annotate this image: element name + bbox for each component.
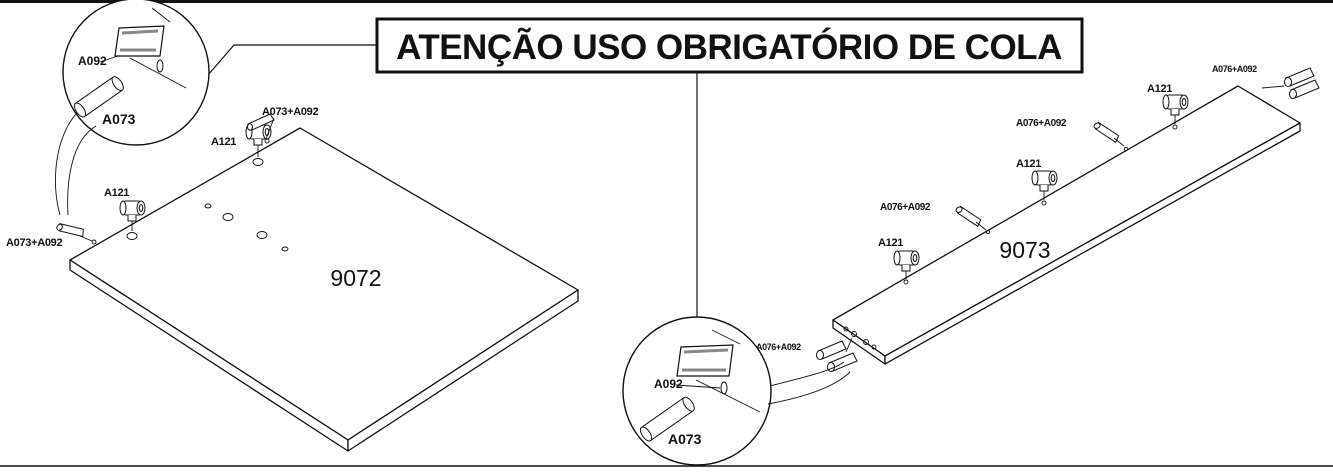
panel-9073-front-edge (884, 122, 1301, 365)
label-dowel-end: A076+A092 (1212, 64, 1257, 74)
glue-warning-banner: ATENÇÃO USO OBRIGATÓRIO DE COLA (207, 17, 1084, 320)
hole (985, 229, 991, 235)
magnifier-leader (769, 361, 845, 387)
cam-lock-hardware (119, 200, 146, 222)
label-dowel-1: A076+A092 (880, 202, 931, 213)
dowel-hardware (1092, 116, 1122, 149)
label-cam-3: A121 (1147, 83, 1172, 95)
label-leader (99, 55, 119, 63)
insertion-line (845, 337, 853, 353)
magnifier-leader (55, 107, 83, 216)
insertion-line (975, 221, 987, 231)
label-dowel-3: A076+A092 (756, 342, 801, 352)
hole (851, 331, 857, 337)
edge-line (695, 379, 761, 413)
hole (252, 158, 264, 166)
label-cam-2: A121 (1016, 158, 1041, 170)
dowel-detail-icon (639, 396, 695, 442)
glue-shading (682, 348, 729, 372)
dowel-hole (720, 381, 728, 395)
insertion-line (1261, 85, 1285, 89)
hole (256, 231, 268, 239)
dowel-detail-icon (73, 76, 124, 118)
hole (903, 279, 909, 285)
warning-text: ATENÇÃO USO OBRIGATÓRIO DE COLA (396, 27, 1062, 67)
warning-box (375, 17, 1084, 74)
dowel-hardware (954, 200, 984, 233)
hole (1041, 200, 1047, 206)
label-dowel-2: A076+A092 (1016, 118, 1067, 129)
cam-lock-hardware (1162, 94, 1189, 116)
dowel-hardware (816, 340, 847, 360)
detail-label-glue: A092 (78, 54, 107, 68)
hole (871, 344, 877, 350)
edge-line (711, 329, 741, 345)
hole (1172, 124, 1178, 130)
panel-9072-side-edge (347, 289, 579, 452)
insertion-line (1113, 137, 1125, 147)
detail-callout-right: A092 A073 (622, 316, 851, 466)
panel-9072-top-face (69, 127, 579, 441)
hole (91, 239, 97, 245)
detail-callout-left: A092 A073 (55, 0, 210, 216)
hole (281, 246, 289, 252)
hole (863, 339, 869, 345)
hole (222, 213, 234, 221)
label-leader (675, 384, 721, 389)
warning-leader-left (207, 44, 377, 76)
panel-9073-top-face (832, 85, 1301, 357)
hole (1123, 146, 1129, 152)
detail-label-dowel: A073 (102, 111, 136, 127)
label-dowel-top: A073+A092 (262, 106, 319, 118)
detail-label-glue: A092 (654, 377, 683, 391)
panel-9073: 9073 A121 A121 A121 A076+A092 A076+A092 … (622, 64, 1320, 466)
cam-lock-hardware (1031, 170, 1058, 192)
dowel-hole (156, 59, 164, 73)
panel-9072: 9072 A121 A121 A073+A092 A073+A092 A092 (6, 0, 579, 452)
glue-shading (120, 29, 159, 52)
hole (264, 138, 270, 144)
label-cam-top: A121 (211, 136, 236, 148)
edge-line (129, 57, 187, 89)
hole (204, 203, 212, 209)
hole (126, 232, 138, 240)
magnifier-circle (62, 0, 210, 146)
part-number-9072: 9072 (330, 265, 381, 291)
hole (843, 326, 849, 332)
label-cam-1: A121 (878, 237, 903, 249)
magnifier-leader (67, 125, 97, 216)
cam-lock-hardware (893, 250, 920, 272)
label-cam-left: A121 (104, 187, 129, 199)
label-dowel-left: A073+A092 (6, 237, 63, 249)
part-number-9073: 9073 (999, 237, 1050, 263)
magnifier-leader (767, 371, 851, 405)
insertion-line (79, 235, 93, 242)
detail-label-dowel: A073 (668, 431, 702, 447)
insertion-line (265, 117, 275, 140)
edge-line (151, 7, 171, 23)
